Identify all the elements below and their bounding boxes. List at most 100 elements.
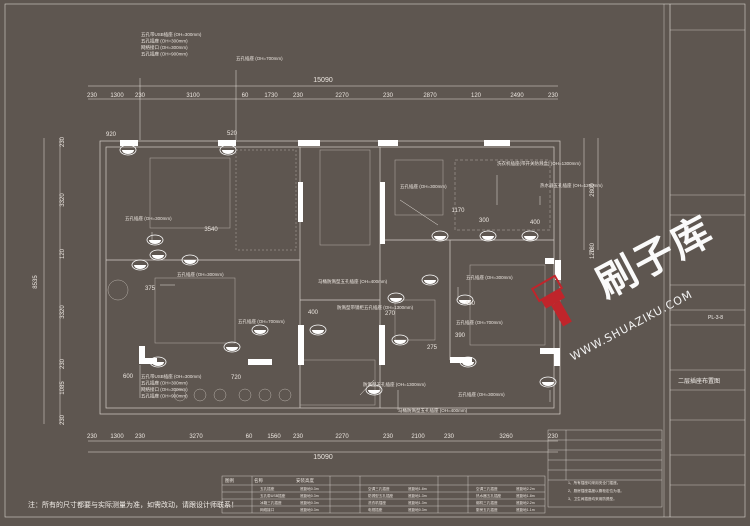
annotation-usb-bottom: 五孔带USB插座 (OH=300mm)	[141, 373, 202, 380]
bottom-dim-label: 230	[87, 434, 98, 440]
annotation-usb-bottom: 五孔插座 (OH=900mm)	[141, 393, 188, 400]
socket-half-icon	[394, 340, 406, 344]
top-dim-label: 230	[135, 93, 146, 99]
legend-cell: 底距地0.3m	[408, 507, 427, 512]
bottom-dim-label: 230	[293, 434, 304, 440]
socket-icon	[223, 341, 241, 353]
legend-cell: 空调三孔插座	[368, 486, 390, 491]
legend-cell: 底距地1.8m	[516, 493, 535, 498]
socket-half-icon	[222, 150, 234, 154]
socket-icon	[456, 294, 474, 306]
top-dim-label: 230	[548, 93, 559, 99]
inner-dim-label: 460	[465, 301, 476, 307]
legend-header: 名称	[254, 477, 263, 484]
legend-table-grid	[221, 429, 663, 514]
bottom-dim-label: 2270	[335, 434, 349, 440]
top-dim-label: 230	[383, 93, 394, 99]
annotation-washer: 洗衣机插座(带开关防溅盒) (OH=1300mm)	[497, 160, 581, 167]
title-block-rows	[670, 29, 745, 486]
legend-cell: 底距地1.1m	[516, 507, 535, 512]
right-dim-label: 120	[590, 248, 596, 259]
right-dim-label: 2800	[590, 183, 596, 197]
socket-half-icon	[482, 236, 494, 240]
legend-cell: 底距地0.3m	[300, 486, 319, 491]
legend-cell: 底距地2.2m	[516, 500, 535, 505]
legend-cell: 厨房五孔插座	[476, 507, 498, 512]
bottom-dim-label: 2100	[411, 434, 425, 440]
top-dim-label: 2270	[335, 93, 349, 99]
annotation-right-low: 五孔插座 (OH=700mm)	[456, 319, 503, 326]
legend-cell: 冰箱三孔插座	[260, 500, 282, 505]
legend-cell: 底距地2.2m	[516, 486, 535, 491]
socket-icon	[149, 249, 167, 261]
socket-half-icon	[254, 330, 266, 334]
socket-icon	[479, 230, 497, 242]
top-dim-label: 1730	[264, 93, 278, 99]
legend-header: 安装高度	[296, 477, 314, 484]
overall-height: 8535	[33, 275, 39, 289]
socket-half-icon	[122, 150, 134, 154]
inner-dim-label: 375	[145, 286, 156, 292]
socket-icon	[219, 144, 237, 156]
socket-half-icon	[459, 300, 471, 304]
inner-dim-label: 390	[455, 333, 466, 339]
inner-dim-label: 275	[427, 345, 438, 351]
socket-icon	[539, 376, 557, 388]
socket-icon	[131, 259, 149, 271]
inner-dim-label: 600	[123, 374, 134, 380]
bottom-dim-label: 60	[246, 434, 253, 440]
brush-logo	[530, 274, 572, 327]
top-dim-label: 2870	[423, 93, 437, 99]
inner-dim-label: 520	[227, 131, 238, 137]
socket-half-icon	[542, 382, 554, 386]
annotation-left-low: 五孔插座 (OH=700mm)	[238, 318, 285, 325]
bottom-dim-label: 230	[548, 434, 559, 440]
socket-icon	[431, 230, 449, 242]
legend-note: 2、厨房插座高度以橱柜定位为准。	[568, 488, 624, 493]
annotation-splash-mirror: 防溅型带镜柜五孔插座 (OH=1300mm)	[337, 304, 414, 311]
left-dim-label: 3320	[60, 193, 66, 207]
top-dim-label: 1300	[110, 93, 124, 99]
bottom-dim-label: 230	[135, 434, 146, 440]
socket-half-icon	[149, 240, 161, 244]
legend-cell: 空调三孔插座	[476, 486, 498, 491]
left-dim-label: 3320	[60, 305, 66, 319]
overall-width-top: 15090	[313, 77, 333, 84]
socket-half-icon	[434, 236, 446, 240]
socket-half-icon	[134, 265, 146, 269]
left-dim-label: 230	[60, 414, 66, 425]
annotation-usb-bottom: 网络接口 (OH=300mm)	[141, 386, 188, 393]
inner-dim-label: 270	[385, 311, 396, 317]
legend-cell: 网络接口	[260, 507, 275, 512]
inner-dim-label: 300	[479, 218, 490, 224]
socket-icon	[391, 334, 409, 346]
footer-note: 注：所有的尺寸都要与实际测量为准，如需改动，请跟设计师联系！	[28, 501, 238, 509]
socket-icon	[251, 324, 269, 336]
socket-icon	[146, 234, 164, 246]
socket-icon	[119, 144, 137, 156]
annotation-labels: 五孔带USB插座 (OH=300mm)五孔插座 (OH=300mm)网络接口 (…	[125, 31, 603, 414]
annotation-right-bottom: 五孔插座 (OH=300mm)	[458, 391, 505, 398]
socket-half-icon	[312, 330, 324, 334]
annotation-usb-top: 五孔插座 (OH=300mm)	[141, 38, 188, 45]
inner-dim-label: 1170	[452, 208, 466, 214]
legend-cell: 五孔带USB插座	[260, 493, 286, 498]
left-dim-label: 1085	[60, 381, 66, 395]
legend-cell: 底距地1.8m	[408, 486, 427, 491]
socket-icon	[521, 230, 539, 242]
bottom-dim-label: 1560	[267, 434, 281, 440]
annotation-usb-top: 五孔带USB插座 (OH=300mm)	[141, 31, 202, 38]
legend-note: 3、卫生间插座均采用防溅型。	[568, 496, 617, 501]
legend-cell: 防溅型五孔插座	[368, 493, 394, 498]
annotation-left-mid: 五孔插座 (OH=300mm)	[177, 271, 224, 278]
bottom-dim-label: 230	[383, 434, 394, 440]
top-dim-label: 3100	[186, 93, 200, 99]
annotation-heater: 热水器五孔插座 (OH=1200mm)	[540, 182, 603, 189]
bottom-dim-label: 230	[444, 434, 455, 440]
top-dim-label: 230	[87, 93, 98, 99]
legend-header: 图例	[225, 477, 234, 484]
inner-dim-label: 720	[231, 375, 242, 381]
legend-cell: 电视插座	[368, 507, 383, 512]
